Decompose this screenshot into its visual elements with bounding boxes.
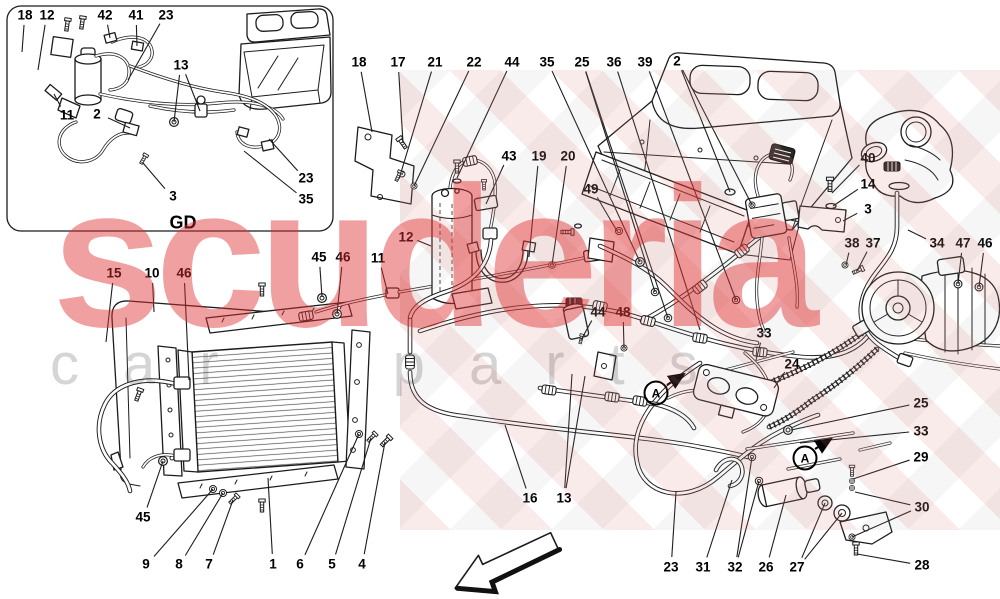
callout-46: 46 bbox=[176, 265, 192, 281]
callout-34: 34 bbox=[929, 235, 945, 251]
callout-45: 45 bbox=[135, 509, 151, 525]
condenser-assembly bbox=[96, 282, 394, 513]
callout-26: 26 bbox=[758, 559, 774, 575]
callout-18: 18 bbox=[17, 7, 33, 23]
callout-27: 27 bbox=[789, 559, 805, 575]
callout-25: 25 bbox=[574, 54, 590, 70]
callout-31: 31 bbox=[695, 559, 711, 575]
callout-21: 21 bbox=[427, 54, 443, 70]
callout-3: 3 bbox=[169, 188, 177, 204]
callout-44: 44 bbox=[504, 54, 520, 70]
callout-46: 46 bbox=[977, 235, 993, 251]
callout-45: 45 bbox=[311, 249, 327, 265]
callout-12: 12 bbox=[398, 229, 414, 245]
water-pump bbox=[860, 109, 954, 204]
callout-13: 13 bbox=[556, 490, 572, 506]
callout-41: 41 bbox=[128, 7, 144, 23]
callout-16: 16 bbox=[522, 490, 538, 506]
callout-3: 3 bbox=[864, 201, 872, 217]
solenoid-valve bbox=[724, 143, 866, 276]
callout-11: 11 bbox=[59, 107, 75, 123]
callout-44: 44 bbox=[590, 304, 606, 320]
inset-pump bbox=[44, 36, 134, 125]
callout-14: 14 bbox=[860, 176, 876, 192]
callout-40: 40 bbox=[860, 150, 876, 166]
callout-24: 24 bbox=[784, 356, 800, 372]
callout-28: 28 bbox=[914, 557, 930, 573]
callout-47: 47 bbox=[955, 235, 971, 251]
callout-11: 11 bbox=[370, 250, 386, 266]
inset-label-gd: GD bbox=[169, 212, 197, 233]
callout-46: 46 bbox=[335, 249, 351, 265]
compressor bbox=[861, 256, 1000, 355]
callout-33: 33 bbox=[913, 423, 929, 439]
callout-35: 35 bbox=[539, 54, 555, 70]
callout-5: 5 bbox=[328, 556, 336, 572]
callout-33: 33 bbox=[756, 325, 772, 341]
callout-25: 25 bbox=[913, 395, 929, 411]
callout-23: 23 bbox=[298, 170, 314, 186]
callout-38: 38 bbox=[844, 235, 860, 251]
pressure-switch bbox=[562, 297, 628, 381]
callout-2: 2 bbox=[93, 106, 101, 122]
receiver-drier bbox=[354, 126, 624, 310]
callout-23: 23 bbox=[663, 559, 679, 575]
callout-6: 6 bbox=[296, 556, 304, 572]
callout-10: 10 bbox=[144, 265, 160, 281]
callout-9: 9 bbox=[142, 556, 150, 572]
callout-35: 35 bbox=[298, 191, 314, 207]
callout-32: 32 bbox=[727, 559, 743, 575]
callout-29: 29 bbox=[913, 449, 929, 465]
callout-15: 15 bbox=[106, 265, 122, 281]
callout-49: 49 bbox=[583, 181, 599, 197]
callout-17: 17 bbox=[390, 54, 406, 70]
engine-block bbox=[581, 52, 853, 261]
callout-12: 12 bbox=[39, 7, 55, 23]
callout-23: 23 bbox=[158, 7, 174, 23]
callout-4: 4 bbox=[358, 556, 366, 572]
heater-manifold bbox=[692, 363, 780, 419]
callout-18: 18 bbox=[351, 54, 367, 70]
callout-19: 19 bbox=[531, 148, 547, 164]
callout-1: 1 bbox=[269, 556, 277, 572]
callout-20: 20 bbox=[560, 148, 576, 164]
direction-arrow bbox=[454, 531, 563, 595]
view-marker-A: A bbox=[792, 445, 818, 471]
callout-43: 43 bbox=[501, 148, 517, 164]
callout-42: 42 bbox=[97, 7, 113, 23]
callout-37: 37 bbox=[865, 235, 881, 251]
callout-39: 39 bbox=[637, 54, 653, 70]
view-marker-A: A bbox=[643, 380, 669, 406]
callout-48: 48 bbox=[615, 304, 631, 320]
callout-13: 13 bbox=[173, 57, 189, 73]
callout-36: 36 bbox=[606, 54, 622, 70]
callout-8: 8 bbox=[175, 556, 183, 572]
callout-7: 7 bbox=[205, 556, 213, 572]
callout-22: 22 bbox=[466, 54, 482, 70]
callout-30: 30 bbox=[914, 499, 930, 515]
callout-2: 2 bbox=[673, 53, 681, 69]
